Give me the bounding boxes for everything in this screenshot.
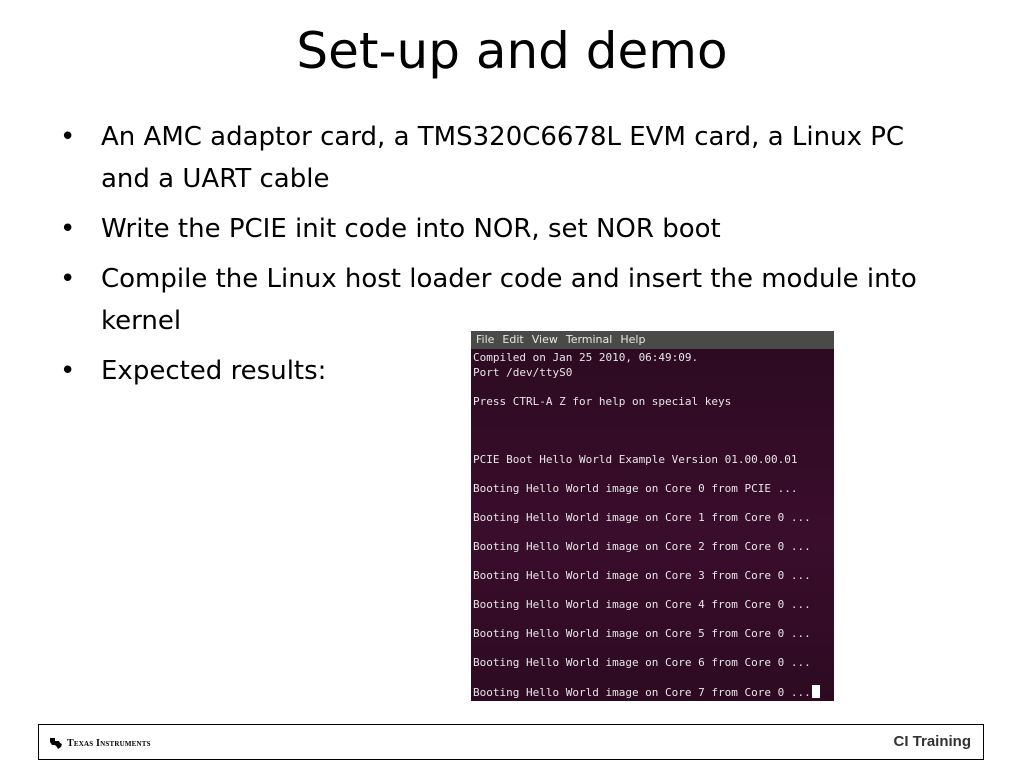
- terminal-line: [473, 583, 832, 598]
- terminal-line: [473, 641, 832, 656]
- bullet-item: Write the PCIE init code into NOR, set N…: [60, 208, 960, 250]
- terminal-menu-help[interactable]: Help: [620, 333, 646, 346]
- terminal-output: Compiled on Jan 25 2010, 06:49:09.Port /…: [471, 349, 834, 700]
- bullet-item: An AMC adaptor card, a TMS320C6678L EVM …: [60, 116, 960, 200]
- terminal-line: Booting Hello World image on Core 6 from…: [473, 655, 811, 669]
- terminal-line: [473, 525, 832, 540]
- terminal-menu-file[interactable]: File: [476, 333, 495, 346]
- terminal-cursor: [811, 684, 820, 698]
- terminal-line: Booting Hello World image on Core 4 from…: [473, 597, 811, 611]
- terminal-line: [473, 612, 832, 627]
- terminal-line: Booting Hello World image on Core 1 from…: [473, 510, 811, 524]
- terminal-screenshot: File Edit View Terminal Help Compiled on Jan…: [471, 331, 834, 701]
- terminal-line: Booting Hello World image on Core 0 from…: [473, 481, 798, 495]
- terminal-line: [473, 554, 832, 569]
- terminal-line: Booting Hello World image on Core 3 from…: [473, 568, 811, 582]
- terminal-line: [473, 409, 832, 424]
- footer-bar: Texas Instruments CI Training: [38, 724, 984, 760]
- terminal-line: Compiled on Jan 25 2010, 06:49:09.: [473, 351, 699, 364]
- slide-title: Set-up and demo: [296, 22, 728, 80]
- terminal-line: PCIE Boot Hello World Example Version 01…: [473, 452, 798, 466]
- terminal-line: [473, 496, 832, 511]
- ti-logo: Texas Instruments: [49, 735, 151, 751]
- terminal-menu-bar: File Edit View Terminal Help: [471, 331, 834, 349]
- bullet-item: Expected results:: [60, 350, 960, 392]
- terminal-menu-edit[interactable]: Edit: [502, 333, 524, 346]
- terminal-line: [473, 670, 832, 685]
- bullet-item: Compile the Linux host loader code and i…: [60, 258, 960, 342]
- terminal-line: Booting Hello World image on Core 7 from…: [473, 684, 832, 701]
- terminal-line: [473, 424, 832, 439]
- terminal-menu-view[interactable]: View: [531, 333, 558, 346]
- terminal-line: [473, 380, 832, 395]
- ti-logo-text: Texas Instruments: [67, 737, 151, 749]
- terminal-menu-terminal[interactable]: Terminal: [565, 333, 613, 346]
- footer-label: CI Training: [893, 733, 971, 750]
- terminal-line: Booting Hello World image on Core 5 from…: [473, 626, 811, 640]
- terminal-line: Press CTRL-A Z for help on special keys: [473, 394, 732, 408]
- terminal-line: Port /dev/ttyS0: [473, 365, 573, 379]
- terminal-line: [473, 467, 832, 482]
- bullet-list: An AMC adaptor card, a TMS320C6678L EVM …: [60, 116, 960, 400]
- terminal-line: Booting Hello World image on Core 2 from…: [473, 539, 811, 553]
- terminal-line: [473, 438, 832, 453]
- texas-state-icon: [50, 738, 62, 749]
